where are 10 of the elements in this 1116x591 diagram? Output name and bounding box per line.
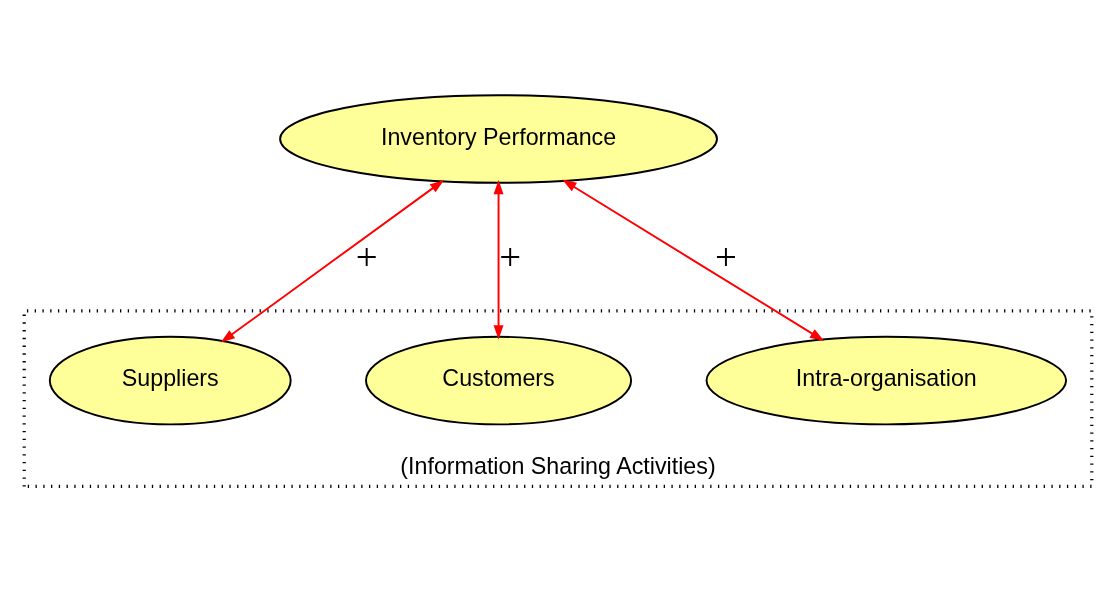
node-ellipse: Customers: [365, 335, 633, 425]
edge-label: +: [715, 234, 737, 277]
arrow: [493, 179, 504, 339]
arrow: [220, 179, 445, 343]
arrow: [562, 179, 825, 341]
node-ellipse: Suppliers: [48, 335, 292, 425]
edge-label: +: [355, 234, 378, 277]
node-ellipse: Intra-organisation: [705, 335, 1068, 425]
node-ellipse: Inventory Performance: [279, 93, 718, 184]
edge-label: +: [499, 234, 522, 277]
